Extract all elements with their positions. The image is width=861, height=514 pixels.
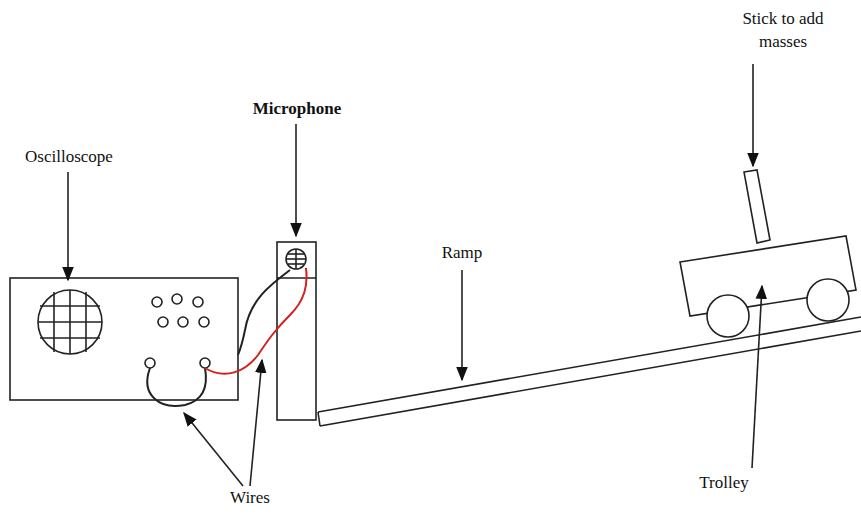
black-wire	[238, 270, 290, 355]
black-wire	[147, 368, 206, 406]
label-trolley: Trolley	[682, 472, 766, 495]
label-ramp: Ramp	[426, 242, 498, 265]
microphone	[286, 249, 306, 269]
label-microphone: Microphone	[236, 98, 358, 121]
oscilloscope-knobs	[145, 294, 210, 368]
oscilloscope-screen	[38, 290, 102, 354]
ramp	[318, 317, 861, 426]
label-wires: Wires	[214, 487, 286, 510]
microphone-stand	[277, 242, 316, 420]
oscilloscope-body	[10, 278, 238, 400]
label-oscilloscope: Oscilloscope	[8, 146, 130, 169]
label-stick: Stick to add masses	[718, 8, 848, 54]
leader-arrows	[68, 64, 762, 486]
red-wire	[205, 268, 307, 374]
trolley	[680, 236, 856, 337]
mass-stick	[744, 170, 770, 243]
